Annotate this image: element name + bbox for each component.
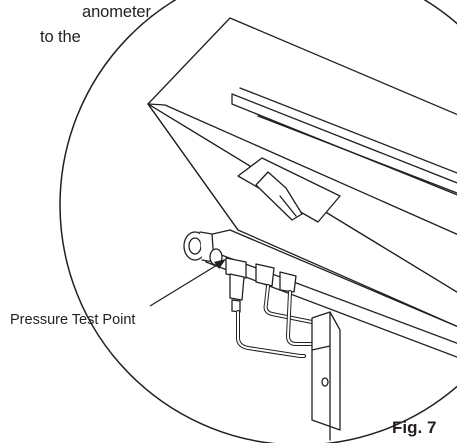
valve-fitting-3 [279, 271, 297, 293]
panel-ridge-line-2 [257, 115, 457, 199]
panel-ridge-line [239, 87, 457, 179]
valve-fitting-2 [255, 263, 275, 287]
support-bracket [311, 311, 341, 431]
panel-front-edge [147, 103, 457, 241]
bracket-hole [321, 377, 329, 387]
paragraph-line-1: anometer. [82, 3, 155, 21]
figure-label: Fig. 7 [392, 418, 437, 437]
pressure-test-fitting [229, 273, 245, 301]
valve-fitting-1 [225, 257, 247, 279]
hopper-fold-edge [147, 103, 239, 231]
callout-arrowhead [214, 259, 226, 269]
paragraph-line-2: to the [40, 28, 81, 46]
callout-leader-line [149, 261, 223, 307]
window-bracket [255, 171, 303, 221]
callout-pressure-test-point: Pressure Test Point [10, 312, 136, 328]
panel-ridge-rail [231, 93, 457, 201]
